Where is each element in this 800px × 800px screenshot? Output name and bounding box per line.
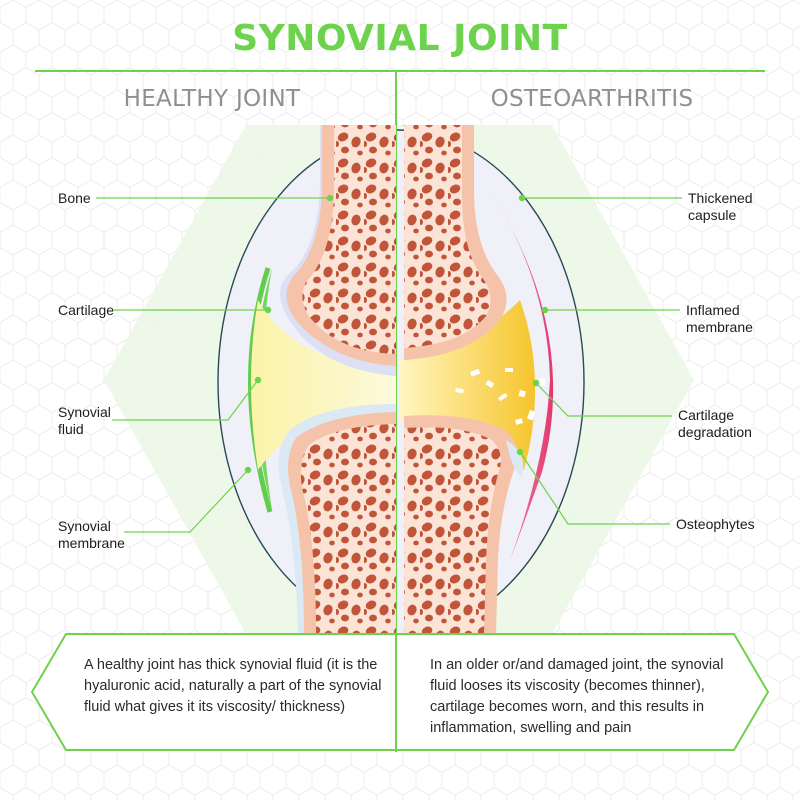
label-synovial-fluid: Synovial fluid — [58, 404, 111, 438]
label-synovial-fluid-line2: fluid — [58, 421, 84, 437]
description-panel — [30, 633, 770, 751]
page-title: SYNOVIAL JOINT — [232, 18, 568, 59]
label-synovial-membrane: Synovial membrane — [58, 518, 125, 552]
healthy-joint — [217, 125, 396, 634]
label-thickened-capsule-line2: capsule — [688, 207, 737, 223]
label-synovial-membrane-line1: Synovial — [58, 518, 111, 534]
label-inflamed-membrane-line1: Inflamed — [686, 302, 740, 318]
label-cartilage-degradation-line2: degradation — [678, 424, 752, 440]
label-cartilage-degradation-line1: Cartilage — [678, 407, 735, 423]
label-thickened-capsule: Thickened capsule — [688, 190, 753, 224]
osteoarthritis-description: In an older or/and damaged joint, the sy… — [430, 657, 724, 736]
leader-lines — [96, 194, 682, 533]
label-inflamed-membrane: Inflamed membrane — [686, 302, 753, 336]
osteoarthritis-joint — [397, 125, 585, 635]
label-synovial-membrane-line2: membrane — [58, 535, 125, 551]
label-cartilage-degradation: Cartilage degradation — [678, 407, 752, 441]
osteoarthritis-heading: OSTEOARTHRITIS — [490, 86, 694, 112]
label-bone: Bone — [58, 190, 91, 206]
label-cartilage: Cartilage — [58, 302, 115, 318]
label-thickened-capsule-line1: Thickened — [688, 190, 753, 206]
healthy-description: A healthy joint has thick synovial fluid… — [84, 657, 382, 715]
label-inflamed-membrane-line2: membrane — [686, 319, 753, 335]
healthy-joint-heading: HEALTHY JOINT — [123, 86, 301, 112]
label-synovial-fluid-line1: Synovial — [58, 404, 111, 420]
label-osteophytes: Osteophytes — [676, 516, 755, 532]
